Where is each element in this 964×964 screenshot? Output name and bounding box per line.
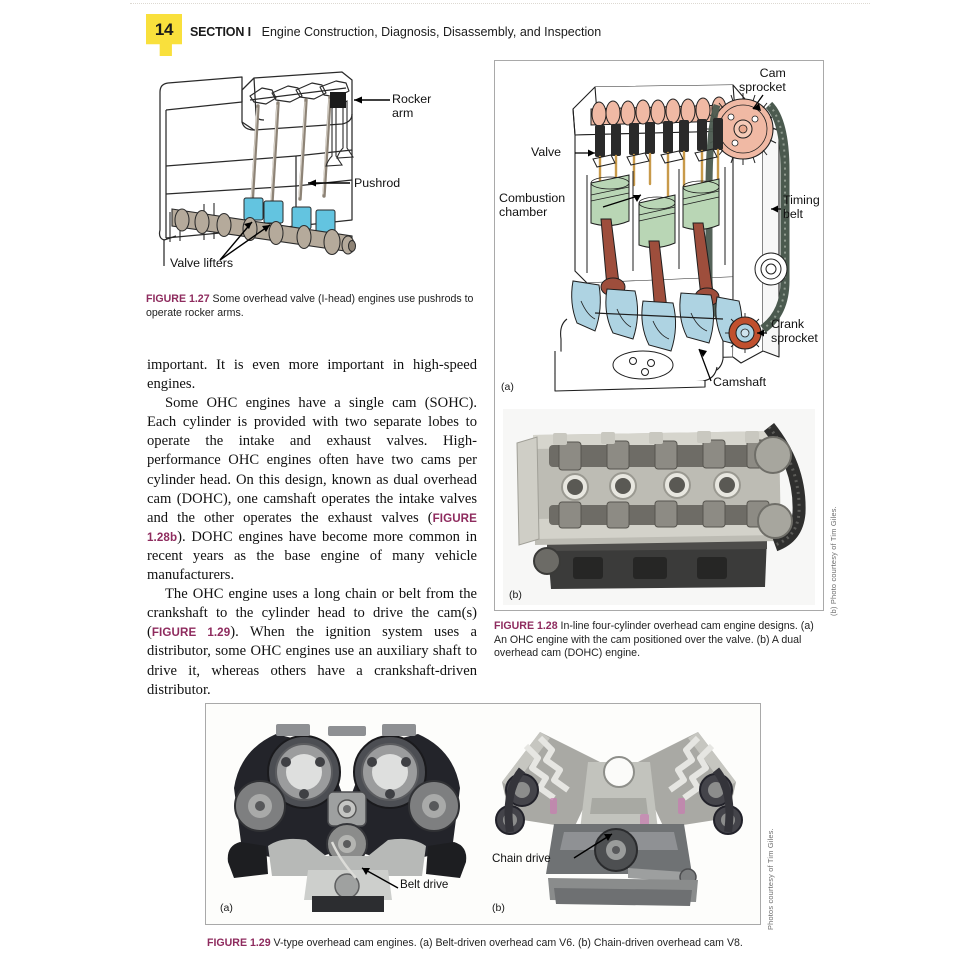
running-head-text: SECTION I Engine Construction, Diagnosis… [190,25,601,39]
section-number: I [247,25,252,39]
figure-1-28-caption-text: In-line four-cylinder overhead cam engin… [494,620,814,660]
belt-driven-v6-engine-photo [216,710,478,916]
figure-1-29a-photo: Belt drive (a) [216,710,478,916]
label-crank-sprocket: Crank sprocket [771,317,818,346]
figure-1-27-number: FIGURE 1.27 [146,293,210,305]
body-text-column: important. It is even more important in … [147,356,477,700]
figure-1-29-caption-text: V-type overhead cam engines. (a) Belt-dr… [273,937,743,949]
chain-driven-v8-engine-photo [488,710,750,916]
figure-1-29-caption: FIGURE 1.29 V-type overhead cam engines.… [207,937,907,951]
figure-1-27: Rocker arm Pushrod Valve lifters [146,70,482,280]
ohv-engine-linedrawing [158,71,390,266]
figure-1-28a-illustration: Cam sprocket Valve Combustion chamber Ti… [495,61,823,406]
figure-1-27-caption-text: Some overhead valve (I-head) engines use… [146,293,474,319]
figure-1-28-panel: Cam sprocket Valve Combustion chamber Ti… [494,60,824,611]
body-paragraph-1: important. It is even more important in … [147,357,477,393]
figure-ref-1-28b: FIGURE 1.28b [147,511,477,544]
label-timing-belt: Timing belt [783,193,820,222]
label-cam-sprocket: Cam sprocket [739,66,786,95]
body-paragraph-2-b: ). DOHC engines have become more common … [147,528,477,584]
label-pushrod: Pushrod [354,176,401,190]
figure-1-27-caption: FIGURE 1.27 Some overhead valve (I-head)… [146,293,476,320]
label-combustion-chamber: Combustion chamber [499,191,566,220]
figure-1-29a-sublabel: (a) [220,902,233,914]
figure-1-27-illustration: Rocker arm Pushrod Valve lifters [146,70,482,280]
label-chain-drive: Chain drive [492,852,551,865]
label-belt-drive: Belt drive [400,878,449,891]
figure-1-29-credit: Photos courtesy of Tim Giles. [766,828,775,930]
figure-ref-1-29: FIGURE 1.29 [151,626,231,640]
body-paragraph-3: The OHC engine uses a long chain or belt… [147,585,477,700]
section-title: Engine Construction, Diagnosis, Disassem… [261,25,602,39]
figure-1-28a-sublabel: (a) [501,381,514,393]
figure-1-29b-photo: Chain drive (b) [488,710,750,916]
body-paragraph-2: Some OHC engines have a single cam (SOHC… [147,394,477,585]
dohc-cylinder-head-photo [503,409,815,605]
figure-1-28-credit: (b) Photo courtesy of Tim Giles. [829,506,838,616]
figure-1-28b-sublabel: (b) [509,589,522,601]
body-paragraph-3-a: The OHC engine uses a long chain or belt… [147,586,477,641]
figure-1-29-number: FIGURE 1.29 [207,937,271,949]
ohc-engine-cutaway [554,84,790,392]
figure-1-29b-sublabel: (b) [492,902,505,914]
body-paragraph-2-a: Some OHC engines have a single cam (SOHC… [147,395,477,526]
figure-1-28b-photo: (b) [503,409,815,605]
page-number: 14 [154,20,174,39]
figure-1-29-panel: Belt drive (a) [205,703,761,925]
label-camshaft: Camshaft [713,375,767,389]
label-valve: Valve [531,145,562,159]
figure-1-28-number: FIGURE 1.28 [494,620,558,632]
label-rocker-arm: Rocker arm [392,92,432,121]
page-top-rule [130,3,870,5]
section-label: SECTION [190,25,245,39]
body-paragraph-3-b: ). When the ignition system uses a distr… [147,624,478,698]
figure-1-28-caption: FIGURE 1.28 In-line four-cylinder overhe… [494,620,814,661]
label-valve-lifters: Valve lifters [170,256,234,270]
